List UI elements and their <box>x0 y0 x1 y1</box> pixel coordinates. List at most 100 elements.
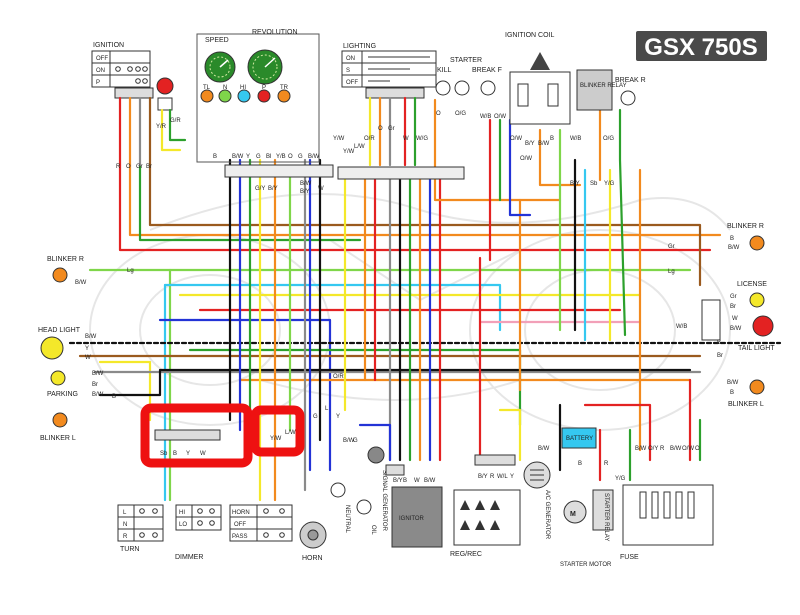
svg-text:W: W <box>318 186 324 192</box>
svg-text:G: G <box>313 414 318 420</box>
svg-text:W: W <box>414 478 420 484</box>
svg-text:O/G: O/G <box>603 136 614 142</box>
svg-text:W: W <box>403 136 409 142</box>
svg-text:Bl: Bl <box>266 154 271 160</box>
svg-text:PASS: PASS <box>232 534 248 540</box>
blinker-l-right-lamp: BLINKER L B/W B <box>727 379 765 408</box>
svg-text:W: W <box>85 355 91 361</box>
kill-switch[interactable]: STARTER KILL O O/G <box>435 57 482 117</box>
svg-text:Y: Y <box>246 154 250 160</box>
svg-text:B/W: B/W <box>92 371 104 377</box>
svg-text:L: L <box>123 510 127 516</box>
svg-text:G: G <box>298 154 303 160</box>
neutral-switch-icon <box>330 482 346 498</box>
svg-text:L: L <box>325 406 329 412</box>
svg-text:Br: Br <box>717 353 723 359</box>
svg-text:OFF: OFF <box>96 56 108 62</box>
svg-text:Y: Y <box>510 474 514 480</box>
svg-text:B/W: B/W <box>92 392 104 398</box>
svg-text:P: P <box>96 80 100 86</box>
ignitor-label: IGNITOR <box>399 516 425 522</box>
svg-text:O: O <box>378 126 383 132</box>
front-brake-switch: BREAK F W/B O/W <box>472 67 506 120</box>
svg-text:Lg: Lg <box>127 268 134 274</box>
svg-text:R: R <box>490 474 495 480</box>
svg-text:O: O <box>126 164 131 170</box>
dimmer-switch[interactable]: HI LO DIMMER <box>175 504 222 561</box>
svg-text:Y: Y <box>186 451 190 457</box>
svg-text:B: B <box>112 394 116 400</box>
oil-pressure-indicator-icon <box>257 89 271 103</box>
turn-right-indicator-icon <box>277 89 291 103</box>
battery-icon <box>561 427 597 449</box>
svg-text:B/W: B/W <box>728 245 740 251</box>
starter-motor-label: STARTER MOTOR <box>560 562 612 568</box>
svg-text:W/B: W/B <box>570 136 581 142</box>
svg-text:TR: TR <box>280 85 289 91</box>
svg-text:B/W: B/W <box>343 438 355 444</box>
svg-text:R: R <box>660 446 665 452</box>
svg-text:Br: Br <box>92 382 98 388</box>
svg-text:G: G <box>353 438 358 444</box>
svg-text:Lg: Lg <box>668 269 675 275</box>
ignition-switch[interactable]: IGNITION OFF ON P R O Gr Br <box>91 42 154 170</box>
blinker-relay: BLINKER RELAY <box>576 69 627 111</box>
wire-harness <box>68 98 782 502</box>
svg-text:N: N <box>223 85 227 91</box>
svg-text:B/W: B/W <box>308 154 320 160</box>
turn-switch[interactable]: L N R TURN <box>117 504 164 553</box>
svg-text:W/B: W/B <box>480 114 491 120</box>
svg-text:B/Y: B/Y <box>268 186 278 192</box>
signal-generator-icon <box>367 446 385 464</box>
starter-motor: M STARTER MOTOR <box>560 500 612 568</box>
blinker-lamp-icon <box>52 412 68 428</box>
svg-text:O/W: O/W <box>494 114 506 120</box>
svg-text:B/Y: B/Y <box>393 478 403 484</box>
svg-text:Sb: Sb <box>590 181 598 187</box>
blinker-r-left-lamp: BLINKER R Lg B/W <box>47 256 134 286</box>
svg-text:L/W: L/W <box>285 430 296 436</box>
blinker-lamp-icon <box>749 379 765 395</box>
break-f-label: BREAK F <box>472 67 502 74</box>
svg-text:O/R: O/R <box>333 374 344 380</box>
parking-lamp: PARKING B/W Br <box>47 370 104 398</box>
starter-button-icon <box>454 80 470 96</box>
svg-text:Y/W: Y/W <box>270 436 282 442</box>
svg-text:ON: ON <box>96 68 105 74</box>
turn-label: TURN <box>120 546 139 553</box>
svg-text:HI: HI <box>179 510 185 516</box>
svg-text:OFF: OFF <box>234 522 246 528</box>
svg-text:B/W: B/W <box>538 141 550 147</box>
neutral-indicator-icon <box>218 89 232 103</box>
oil-switch-icon <box>356 499 372 515</box>
license-lamp: LICENSE Gr Br W B/W <box>730 281 767 332</box>
svg-text:S: S <box>346 68 350 74</box>
svg-text:M: M <box>570 511 576 518</box>
svg-text:B/W: B/W <box>538 446 550 452</box>
svg-text:Y/B: Y/B <box>276 154 286 160</box>
svg-text:Gr: Gr <box>388 126 395 132</box>
svg-text:Br: Br <box>730 304 736 310</box>
svg-text:G/Y: G/Y <box>255 186 265 192</box>
horn-pass-switch[interactable]: HORN OFF PASS <box>229 504 293 542</box>
blinker-r-left-label: BLINKER R <box>47 256 84 263</box>
svg-text:B/W: B/W <box>85 334 97 340</box>
blinker-l-left-label: BLINKER L <box>40 435 76 442</box>
blinker-r-right-lamp: BLINKER R B B/W <box>727 223 765 251</box>
svg-text:O: O <box>436 111 441 117</box>
ignition-coil-label: IGNITION COIL <box>505 32 555 39</box>
svg-text:Y/R: Y/R <box>156 124 167 130</box>
parking-label: PARKING <box>47 391 78 398</box>
svg-text:B: B <box>578 461 582 467</box>
svg-text:Y: Y <box>85 346 89 352</box>
svg-text:L/W: L/W <box>354 144 365 150</box>
revolution-label: REVOLUTION <box>252 29 298 36</box>
svg-text:B/W: B/W <box>670 446 682 452</box>
lighting-switch[interactable]: LIGHTING ON S OFF Y/W O/R O W W/G Gr Y/W… <box>333 43 437 167</box>
blinker-l-left-lamp: BLINKER L B/W B <box>40 392 116 442</box>
svg-text:O: O <box>695 446 700 452</box>
svg-text:W/G: W/G <box>416 136 428 142</box>
blinker-l-right-label: BLINKER L <box>728 401 764 408</box>
svg-text:Y/G: Y/G <box>615 476 626 482</box>
signal-generator: SIGNAL GENERATOR <box>367 446 387 532</box>
